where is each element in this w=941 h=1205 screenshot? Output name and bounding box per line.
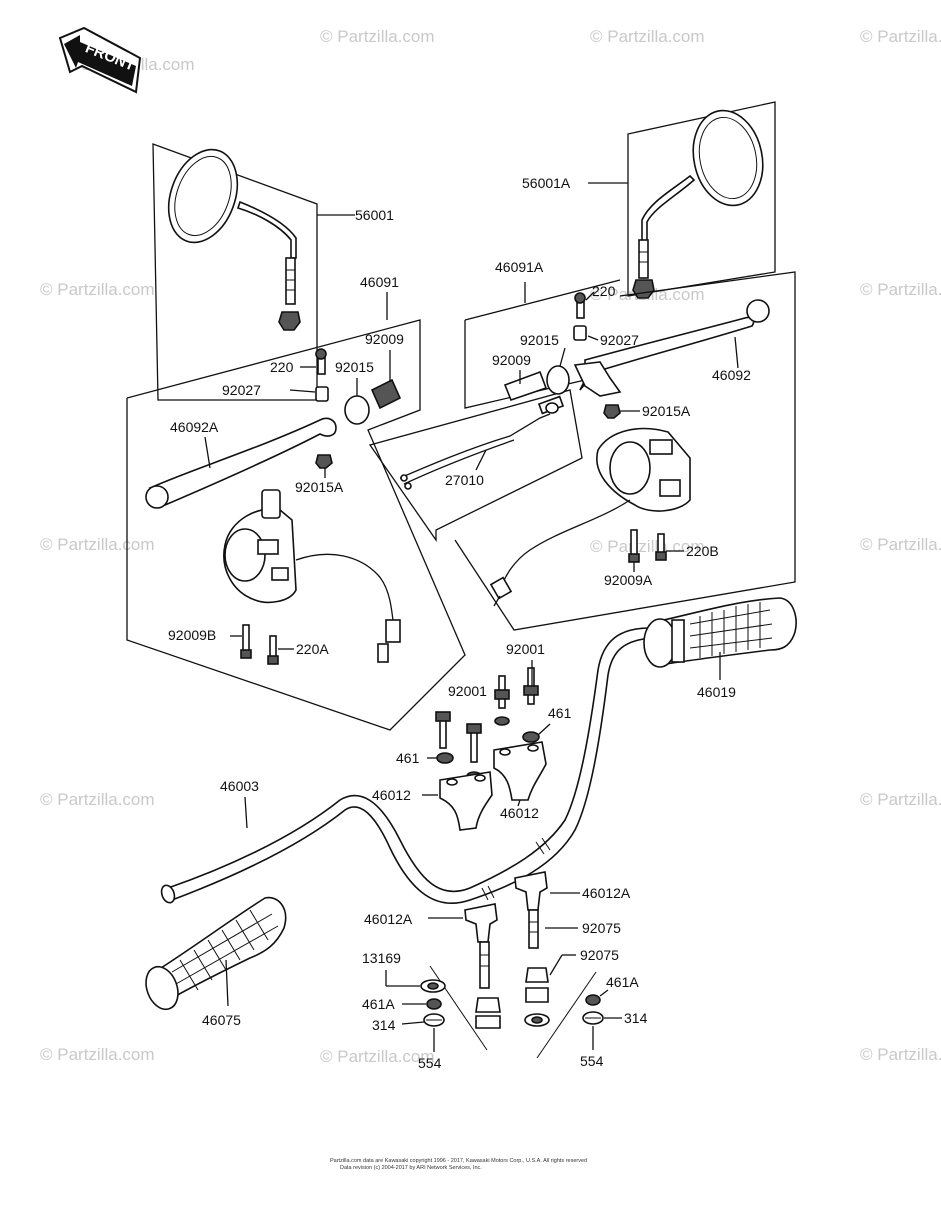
part-label-46075: 46075	[202, 1012, 241, 1028]
part-label-13169: 13169	[362, 950, 401, 966]
watermark-layer: © Partzilla.com © Partzilla.com © Partzi…	[40, 27, 941, 1066]
part-label-56001A: 56001A	[522, 175, 571, 191]
part-label-46003: 46003	[220, 778, 259, 794]
holder-group: 92001 92001 461 461 46012 46012	[362, 641, 648, 1071]
part-label-92015A-right: 92015A	[642, 403, 691, 419]
part-label-46092A: 46092A	[170, 419, 219, 435]
watermark: © Partzilla.com	[860, 27, 941, 46]
part-label-314-left: 314	[372, 1017, 396, 1033]
part-label-461A-left: 461A	[362, 996, 395, 1012]
copyright-line-2: Data revision (c) 2004-2017 by ARI Netwo…	[340, 1165, 482, 1171]
part-label-92015-right: 92015	[520, 332, 559, 348]
part-label-220-left: 220	[270, 359, 294, 375]
left-mirror-group: 56001	[152, 143, 394, 401]
watermark: © Partzilla.com	[320, 27, 435, 46]
watermark: © Partzilla.com	[40, 535, 155, 554]
watermark: © Partzilla.com	[590, 27, 705, 46]
watermark: © Partzilla.com	[860, 790, 941, 809]
part-label-92075-b: 92075	[580, 947, 619, 963]
part-label-46091: 46091	[360, 274, 399, 290]
watermark: © Partzilla.com	[40, 280, 155, 299]
part-label-220-right: 220	[592, 283, 616, 299]
center-switch-group: 27010	[368, 389, 583, 543]
part-label-92015-left: 92015	[335, 359, 374, 375]
part-label-92027-left: 92027	[222, 382, 261, 398]
part-label-92009B: 92009B	[168, 627, 216, 643]
part-label-554-left: 554	[418, 1055, 442, 1071]
part-label-92027-right: 92027	[600, 332, 639, 348]
part-label-220B: 220B	[686, 543, 719, 559]
part-label-46012-left: 46012	[372, 787, 411, 803]
part-label-92001-right: 92001	[506, 641, 545, 657]
handlebar-group: 46003 46019 46075	[145, 597, 797, 1028]
part-label-92001-left: 92001	[448, 683, 487, 699]
part-label-46012A-right: 46012A	[582, 885, 631, 901]
part-label-56001: 56001	[355, 207, 394, 223]
part-label-92009A: 92009A	[604, 572, 653, 588]
part-label-46092: 46092	[712, 367, 751, 383]
right-mirror-group: 56001A	[522, 101, 776, 299]
part-label-46019: 46019	[697, 684, 736, 700]
watermark: © Partzilla.com	[40, 1045, 155, 1064]
part-label-92075-a: 92075	[582, 920, 621, 936]
part-label-27010: 27010	[445, 472, 484, 488]
part-label-314-right: 314	[624, 1010, 648, 1026]
part-label-554-right: 554	[580, 1053, 604, 1069]
watermark: © Partzilla.com	[40, 790, 155, 809]
copyright-line-1: Partzilla.com data are Kawasaki copyrigh…	[330, 1158, 587, 1164]
part-label-92009-right: 92009	[492, 352, 531, 368]
watermark: © Partzilla.com	[860, 1045, 941, 1064]
front-arrow-icon: FRONT	[58, 26, 142, 94]
part-label-92015A-left: 92015A	[295, 479, 344, 495]
left-lever-switch-group: 46091 46092A 220 92027 92015 92009 92015…	[126, 274, 466, 731]
watermark: © Partzilla.com	[860, 280, 941, 299]
right-lever-switch-group: 46091A 46092 220 92027 92015 92009 92015…	[454, 259, 796, 631]
watermark: © Partzilla.com	[320, 1047, 435, 1066]
part-label-461-right: 461	[548, 705, 572, 721]
part-label-46012A-left: 46012A	[364, 911, 413, 927]
watermark: © Partzilla.com	[860, 535, 941, 554]
part-label-46012-right: 46012	[500, 805, 539, 821]
part-label-92009-left: 92009	[365, 331, 404, 347]
part-label-461-left: 461	[396, 750, 420, 766]
part-label-220A: 220A	[296, 641, 329, 657]
part-label-461A-right: 461A	[606, 974, 639, 990]
part-label-46091A: 46091A	[495, 259, 544, 275]
